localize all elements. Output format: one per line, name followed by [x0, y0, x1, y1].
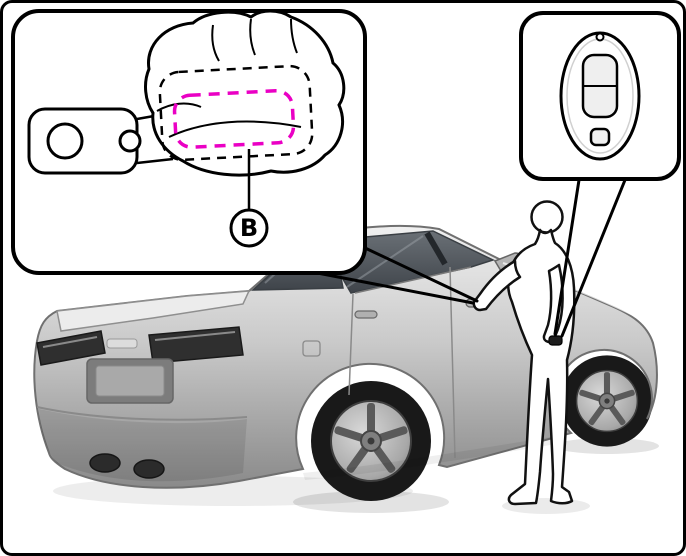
person-figure: [472, 200, 576, 506]
taillight-left-highlight: [42, 336, 98, 348]
sill-shading: [303, 435, 563, 480]
trunk-badge: [106, 338, 138, 349]
handle-closeup-inset: B: [11, 9, 367, 275]
key-trunk-button: [589, 127, 611, 147]
b-pillar: [424, 231, 448, 266]
intelligent-key-in-hand: [548, 335, 563, 346]
label-b-text: B: [240, 214, 258, 242]
touch-sensor-highlight: [172, 89, 296, 149]
front-wheel: [560, 354, 654, 448]
shadow-rear-wheel: [293, 491, 449, 513]
handle-pivot: [118, 129, 142, 153]
fuel-door: [302, 340, 321, 357]
handle-callout-line-1: [305, 269, 475, 305]
hidden-handle-dashed-outline: [158, 64, 314, 162]
label-b-circle: [229, 208, 269, 248]
side-window-reflection: [346, 235, 424, 288]
handle-inner-edge: [168, 120, 302, 138]
exhaust-tip-right: [133, 459, 165, 479]
bumper-crease: [36, 406, 248, 421]
callout-leader-lines: [305, 178, 627, 338]
taillight-right: [148, 326, 244, 364]
rear-wheel: [310, 380, 432, 502]
person-head: [530, 200, 564, 234]
rear-door-handle: [354, 310, 378, 319]
person-arm-to-handle: [472, 259, 522, 312]
taillight-right-highlight: [154, 331, 236, 341]
key-callout-line-2: [560, 178, 627, 338]
hand-outline: [144, 9, 346, 177]
key-callout-line-1: [553, 178, 581, 336]
hand-finger-lines: [156, 18, 298, 112]
handle-keyhole: [46, 122, 84, 160]
exhaust-tip-left: [89, 453, 121, 473]
rear-door-seam: [348, 293, 354, 396]
beltline: [354, 266, 472, 294]
license-plate: [95, 365, 165, 397]
trunk-lid: [56, 290, 251, 332]
key-ring-hole: [595, 32, 605, 42]
key-closeup-inset: [519, 11, 681, 181]
handle-callout-line-2: [361, 245, 479, 303]
